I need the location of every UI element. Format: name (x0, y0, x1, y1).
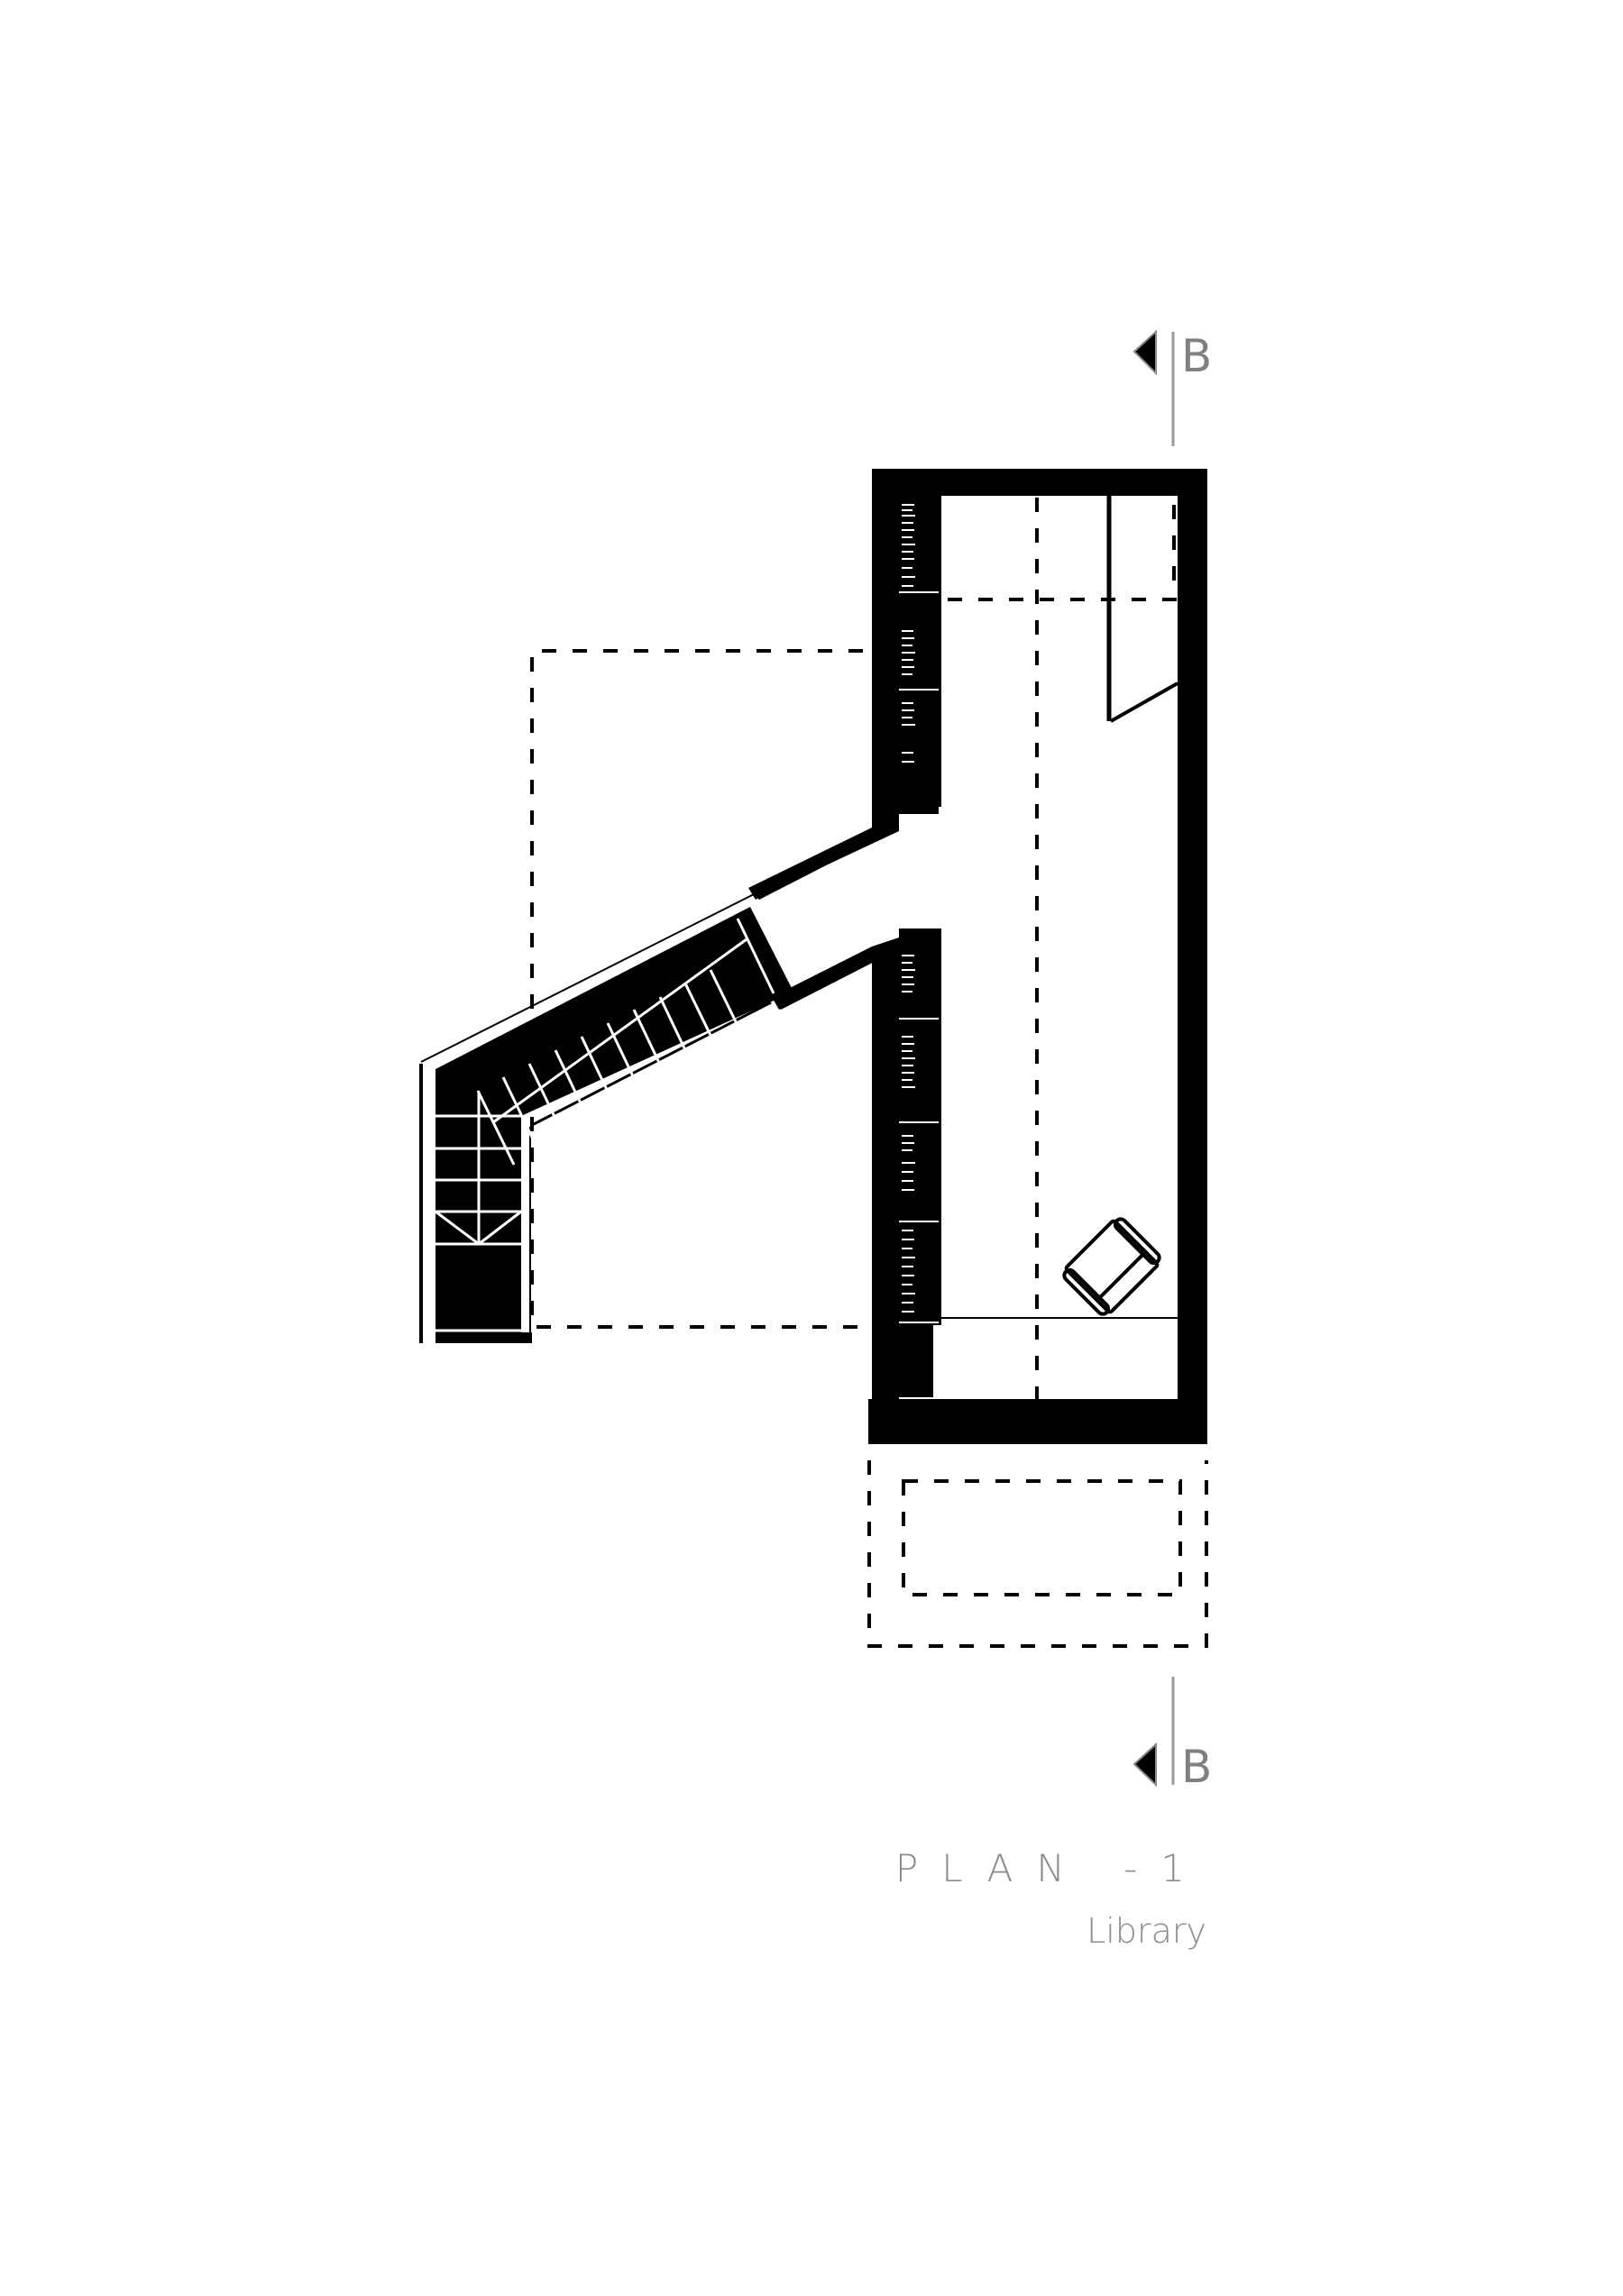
stair (419, 892, 793, 1343)
upper-level-dashed-outline (530, 649, 866, 1329)
exterior-dashed-outline (867, 1460, 1208, 1648)
plan-title: PLAN -1 (894, 1846, 1208, 1890)
section-label-bottom: B (1181, 1741, 1213, 1793)
section-marker-top (1132, 329, 1175, 446)
bookshelf-upper (899, 496, 941, 814)
section-label-top: B (1181, 330, 1213, 382)
room-dashed-lines (948, 498, 1178, 1399)
partition (1106, 496, 1178, 723)
corridor-walls (748, 817, 899, 1010)
armchair-icon (1062, 1217, 1161, 1316)
main-room-walls (868, 469, 1207, 1444)
bookshelf-lower (899, 928, 941, 1397)
plan-subtitle: Library (1087, 1911, 1206, 1951)
section-marker-bottom (1132, 1677, 1175, 1788)
